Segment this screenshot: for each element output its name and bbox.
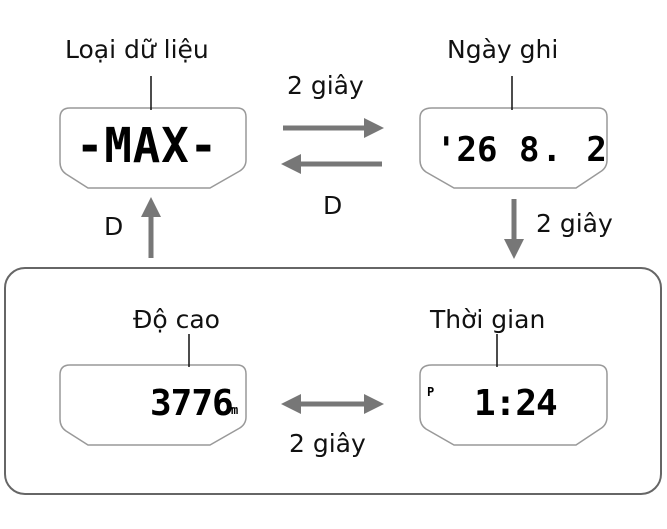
lcd-altitude-value: 3776 [150, 383, 234, 424]
lcd-data-type: -MAX- [76, 118, 219, 174]
transition-label-top-forward: 2 giây [287, 71, 364, 100]
lcd-record-year: '26 [436, 130, 498, 170]
watch-display-record-date [419, 107, 608, 189]
caption-data-type: Loại dữ liệu [65, 35, 209, 64]
caption-record-date: Ngày ghi [447, 35, 559, 64]
transition-label-right-down: 2 giây [536, 209, 613, 238]
caption-time: Thời gian [430, 305, 546, 334]
lcd-time-value: 1:24 [474, 383, 558, 424]
watch-display-time [419, 364, 608, 446]
transition-label-top-back: D [323, 191, 343, 220]
group-box [4, 267, 662, 495]
transition-label-bottom: 2 giây [289, 429, 366, 458]
lcd-altitude-unit: m [231, 403, 239, 417]
caption-altitude: Độ cao [133, 305, 220, 334]
watch-display-data-type [59, 107, 247, 189]
transition-label-left-up: D [104, 212, 124, 241]
lcd-record-date: 8. 2 [519, 130, 609, 170]
watch-display-altitude [59, 364, 247, 446]
lcd-time-indicator: P [427, 385, 435, 399]
